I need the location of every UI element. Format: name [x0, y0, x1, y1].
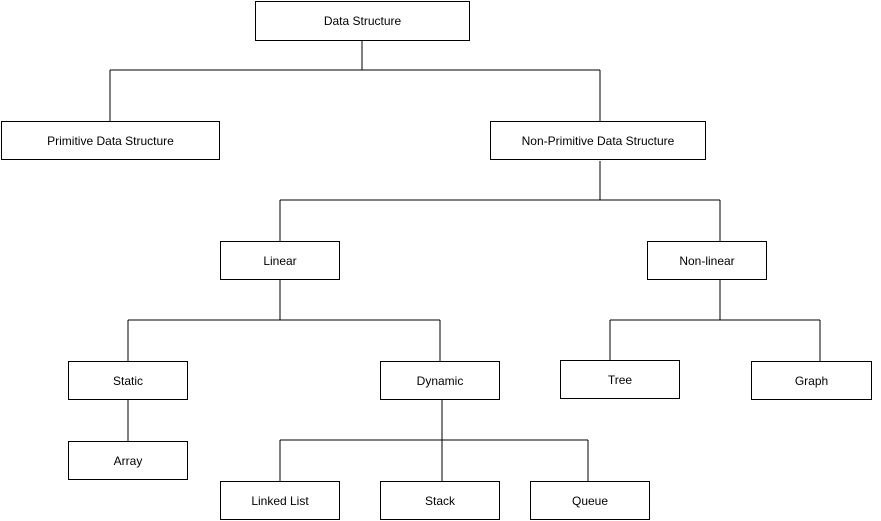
node-label: Non-linear	[679, 253, 735, 268]
node-label: Non-Primitive Data Structure	[521, 133, 675, 148]
node-static: Static	[68, 361, 188, 400]
node-label: Linear	[263, 253, 297, 268]
node-label: Array	[113, 453, 143, 468]
node-label: Linked List	[251, 493, 309, 508]
node-array: Array	[68, 441, 188, 480]
node-label: Dynamic	[416, 373, 464, 388]
node-linked-list: Linked List	[220, 481, 340, 520]
node-tree: Tree	[560, 360, 680, 399]
node-graph: Graph	[751, 361, 872, 400]
node-label: Data Structure	[323, 14, 402, 28]
node-label: Graph	[794, 373, 829, 388]
node-stack: Stack	[380, 481, 500, 520]
node-label: Static	[112, 373, 143, 388]
node-label: Primitive Data Structure	[47, 133, 174, 148]
node-non-primitive-data-structure: Non-Primitive Data Structure	[490, 121, 706, 160]
node-data-structure: Data Structure	[255, 1, 470, 41]
node-dynamic: Dynamic	[380, 361, 500, 400]
node-label: Stack	[424, 493, 455, 508]
node-primitive-data-structure: Primitive Data Structure	[1, 121, 220, 160]
node-linear: Linear	[220, 241, 340, 280]
node-queue: Queue	[530, 481, 650, 520]
node-label: Queue	[571, 493, 609, 508]
node-label: Tree	[607, 372, 633, 387]
node-non-linear: Non-linear	[647, 241, 767, 280]
